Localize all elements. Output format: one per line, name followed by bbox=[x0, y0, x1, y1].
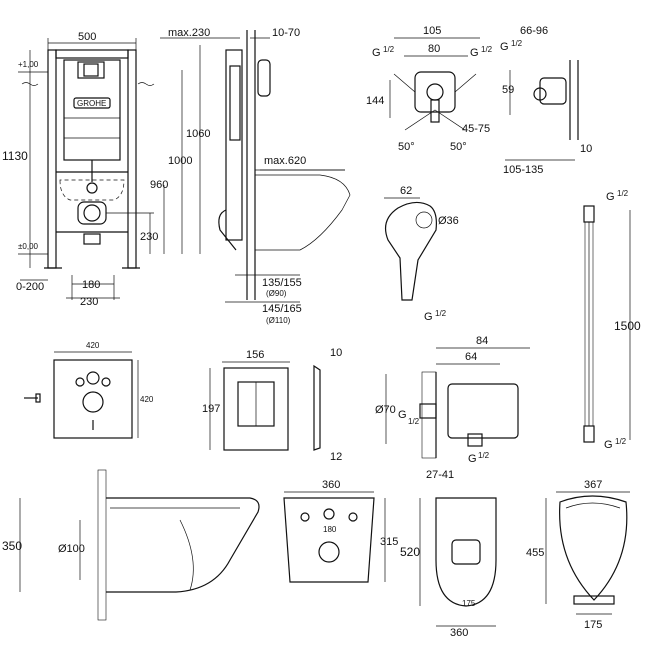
frame-side-view: max.230 10-70 max.620 135/155 (Ø90) 145/… bbox=[160, 27, 351, 325]
dim-1130: 1130 bbox=[2, 149, 28, 163]
dim-o110: (Ø110) bbox=[266, 316, 291, 325]
angle-50-right: 50° bbox=[450, 141, 467, 153]
dim-156: 156 bbox=[246, 349, 264, 361]
level-plus100: +1,00 bbox=[18, 60, 39, 69]
dim-max230: max.230 bbox=[168, 27, 210, 39]
dim-1060: 1060 bbox=[186, 128, 210, 140]
dim-80: 80 bbox=[428, 43, 440, 55]
dim-175-top: 175 bbox=[462, 599, 476, 608]
dim-420-width: 420 bbox=[86, 341, 100, 350]
hose-half-bottom: 1/2 bbox=[615, 437, 627, 446]
dim-12-plate: 12 bbox=[330, 451, 342, 463]
dim-144: 144 bbox=[366, 95, 384, 107]
dim-62: 62 bbox=[400, 185, 412, 197]
dim-360-rear: 360 bbox=[322, 479, 340, 491]
dim-84: 84 bbox=[476, 335, 488, 347]
brand-logo: GROHE bbox=[77, 99, 106, 108]
angle-50-left: 50° bbox=[398, 141, 415, 153]
mixer-side-g: G bbox=[500, 41, 509, 53]
seat-view: 367 455 175 bbox=[526, 479, 630, 631]
dim-360-top: 360 bbox=[450, 627, 468, 639]
dim-180-rear: 180 bbox=[323, 525, 337, 534]
dim-64: 64 bbox=[465, 351, 477, 363]
dim-10-plate: 10 bbox=[330, 347, 342, 359]
dim-o70: Ø70 bbox=[375, 404, 396, 416]
holder-half-bottom: 1/2 bbox=[478, 451, 490, 460]
dim-66-96: 66-96 bbox=[520, 25, 548, 37]
dim-105: 105 bbox=[423, 25, 441, 37]
mixer-g-right: G bbox=[470, 47, 479, 59]
dim-1500: 1500 bbox=[614, 319, 641, 333]
dim-10: 10 bbox=[580, 143, 592, 155]
dim-350: 350 bbox=[2, 539, 22, 553]
bowl-rear-view: 360 180 315 bbox=[283, 479, 398, 583]
dim-145-165: 145/165 bbox=[262, 303, 302, 315]
dim-175-seat: 175 bbox=[584, 619, 602, 631]
dim-o100: Ø100 bbox=[58, 543, 85, 555]
hose-g-top: G bbox=[606, 191, 615, 203]
dim-960: 960 bbox=[150, 179, 168, 191]
mixer-half-right: 1/2 bbox=[481, 45, 493, 54]
dim-180: 180 bbox=[82, 279, 100, 291]
dim-max620: max.620 bbox=[264, 155, 306, 167]
dim-45-75: 45-75 bbox=[462, 123, 490, 135]
dim-230-height: 230 bbox=[140, 231, 158, 243]
shower-g: G bbox=[424, 311, 433, 323]
level-000: ±0,00 bbox=[18, 242, 39, 251]
flush-plate-view: 156 197 10 12 bbox=[202, 347, 342, 463]
frame-front-view: 500 GROHE +1,00 ±0,00 1130 bbox=[2, 31, 210, 308]
dim-367: 367 bbox=[584, 479, 602, 491]
dim-135-155: 135/155 bbox=[262, 277, 302, 289]
dim-500: 500 bbox=[78, 31, 96, 43]
dim-27-41: 27-41 bbox=[426, 469, 454, 481]
dim-o90: (Ø90) bbox=[266, 289, 287, 298]
dim-10-70: 10-70 bbox=[272, 27, 300, 39]
dim-0-200: 0-200 bbox=[16, 281, 44, 293]
bowl-top-view: 520 175 360 bbox=[400, 497, 497, 639]
shower-half: 1/2 bbox=[435, 309, 447, 318]
holder-half-left: 1/2 bbox=[408, 417, 420, 426]
dim-315: 315 bbox=[380, 536, 398, 548]
bowl-side-view: 350 Ø100 bbox=[2, 469, 260, 621]
dim-420-height: 420 bbox=[140, 395, 154, 404]
holder-g-bottom: G bbox=[468, 453, 477, 465]
dim-230-width: 230 bbox=[80, 296, 98, 308]
mixer-side-view: 66-96 G 1/2 59 10 105-135 bbox=[500, 25, 592, 176]
dim-59: 59 bbox=[502, 84, 514, 96]
dim-197: 197 bbox=[202, 403, 220, 415]
hose-g-bottom: G bbox=[604, 439, 613, 451]
mixer-g-left: G bbox=[372, 47, 381, 59]
hose-half-top: 1/2 bbox=[617, 189, 629, 198]
mixer-front-view: 105 80 G 1/2 G 1/2 144 50° 50° 45-75 bbox=[366, 25, 493, 153]
mixer-half-left: 1/2 bbox=[383, 45, 395, 54]
mixer-side-half: 1/2 bbox=[511, 39, 523, 48]
hand-shower-view: 62 Ø36 G 1/2 bbox=[384, 185, 459, 323]
dim-o36: Ø36 bbox=[438, 215, 459, 227]
wall-holder-view: 84 64 Ø70 G 1/2 G 1/2 27-41 bbox=[375, 335, 530, 481]
hose-view: G 1/2 1500 G 1/2 bbox=[583, 189, 641, 451]
sound-pad-view: 420 420 bbox=[24, 341, 154, 439]
dim-455: 455 bbox=[526, 547, 544, 559]
dim-105-135: 105-135 bbox=[503, 164, 543, 176]
dim-520: 520 bbox=[400, 545, 420, 559]
holder-g-left: G bbox=[398, 409, 407, 421]
dim-1000: 1000 bbox=[168, 155, 192, 167]
